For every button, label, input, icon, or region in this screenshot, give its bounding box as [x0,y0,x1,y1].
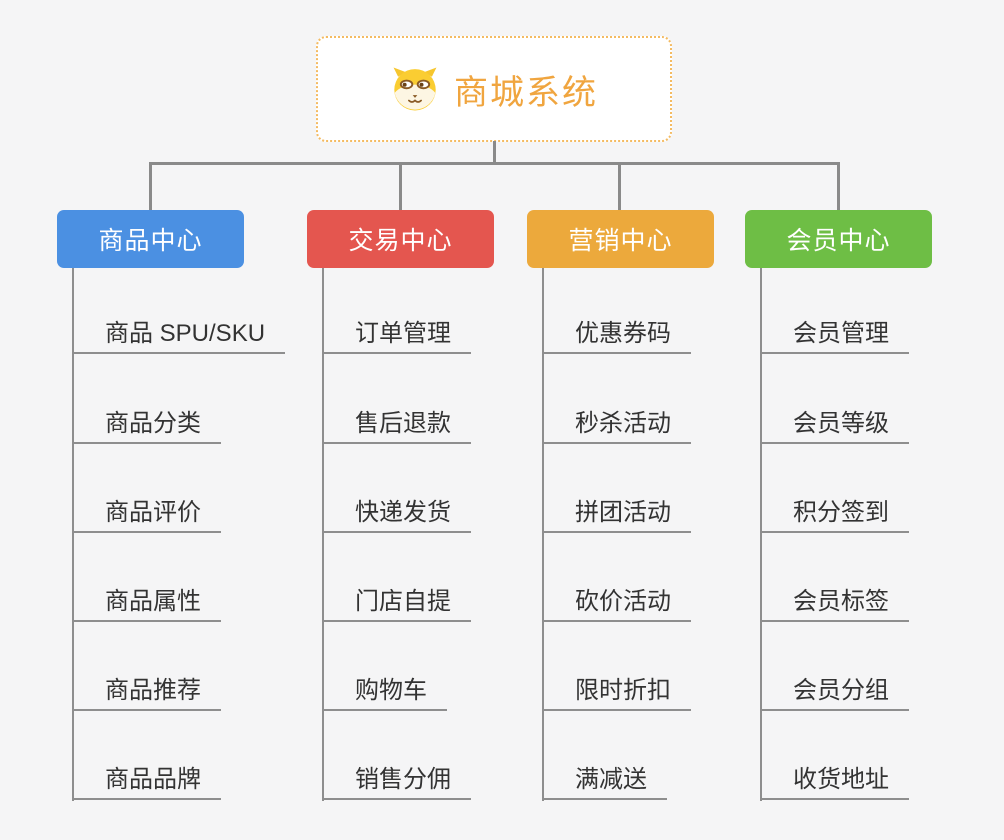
topic-node[interactable]: 积分签到 [760,499,909,533]
branch-spine [72,268,74,801]
topic-node[interactable]: 会员分组 [760,677,909,711]
connector-drop-member [837,162,840,210]
topic-node[interactable]: 商品 SPU/SKU [72,320,286,354]
connector-root-stub [493,141,496,164]
topic-node[interactable]: 会员等级 [760,410,909,444]
connector-drop-marketing [618,162,621,210]
topic-node[interactable]: 满减送 [542,766,667,800]
topic-node[interactable]: 售后退款 [322,410,471,444]
topic-node[interactable]: 收货地址 [760,766,909,800]
root-node[interactable]: 商城系统 [316,36,672,142]
branch-spine [542,268,544,801]
connector-drop-product [149,162,152,210]
topic-node[interactable]: 优惠券码 [542,320,691,354]
connector-drop-trade [399,162,402,210]
topic-node[interactable]: 销售分佣 [322,766,471,800]
topic-node[interactable]: 商品属性 [72,588,221,622]
topic-node[interactable]: 商品评价 [72,499,221,533]
topic-node[interactable]: 购物车 [322,677,447,711]
branch-member-center[interactable]: 会员中心 [745,210,932,268]
connector-bus [149,162,840,165]
topic-node[interactable]: 商品推荐 [72,677,221,711]
dog-face-icon [393,67,437,111]
topic-node[interactable]: 秒杀活动 [542,410,691,444]
topic-node[interactable]: 快递发货 [322,499,471,533]
branch-marketing-center[interactable]: 营销中心 [527,210,714,268]
branch-trade-center[interactable]: 交易中心 [307,210,494,268]
topic-node[interactable]: 拼团活动 [542,499,691,533]
topic-node[interactable]: 订单管理 [322,320,471,354]
topic-node[interactable]: 会员标签 [760,588,909,622]
topic-node[interactable]: 门店自提 [322,588,471,622]
topic-node[interactable]: 砍价活动 [542,588,691,622]
topic-node[interactable]: 商品分类 [72,410,221,444]
root-title: 商城系统 [454,73,598,112]
branch-spine [322,268,324,801]
topic-node[interactable]: 商品品牌 [72,766,221,800]
branch-product-center[interactable]: 商品中心 [57,210,244,268]
branch-spine [760,268,762,801]
topic-node[interactable]: 会员管理 [760,320,909,354]
topic-node[interactable]: 限时折扣 [542,677,691,711]
